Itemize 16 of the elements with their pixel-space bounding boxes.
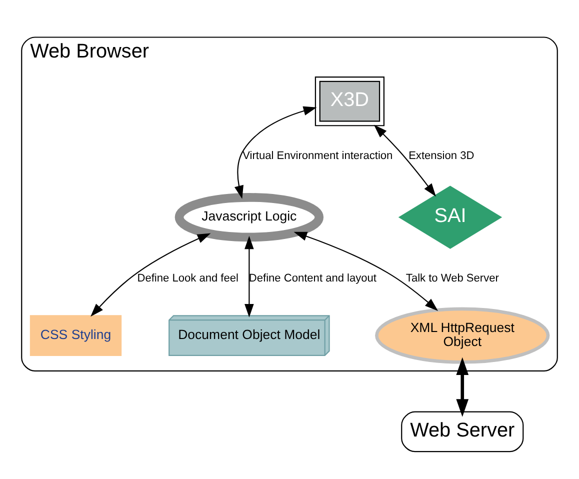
node-box: Web Server [401, 410, 524, 452]
arrow [244, 235, 254, 317]
edge-label: Talk to Web Server [406, 272, 499, 284]
edge-label: Extension 3D [408, 149, 474, 162]
edge-label: Virtual Environment interaction [242, 149, 393, 162]
edge-label: Define Content and layout [248, 272, 376, 284]
node-box: CSS Styling [30, 314, 122, 356]
arrow [294, 231, 438, 310]
arrow [90, 232, 211, 316]
arrow [456, 356, 469, 416]
arrow [234, 106, 317, 198]
node-box: X3D [314, 76, 384, 126]
edge-label: Define Look and feel [137, 272, 238, 284]
node-ellipse: XML HttpRequest Object [375, 306, 550, 364]
arrow [374, 124, 436, 196]
node-diamond: SAI [398, 185, 502, 248]
